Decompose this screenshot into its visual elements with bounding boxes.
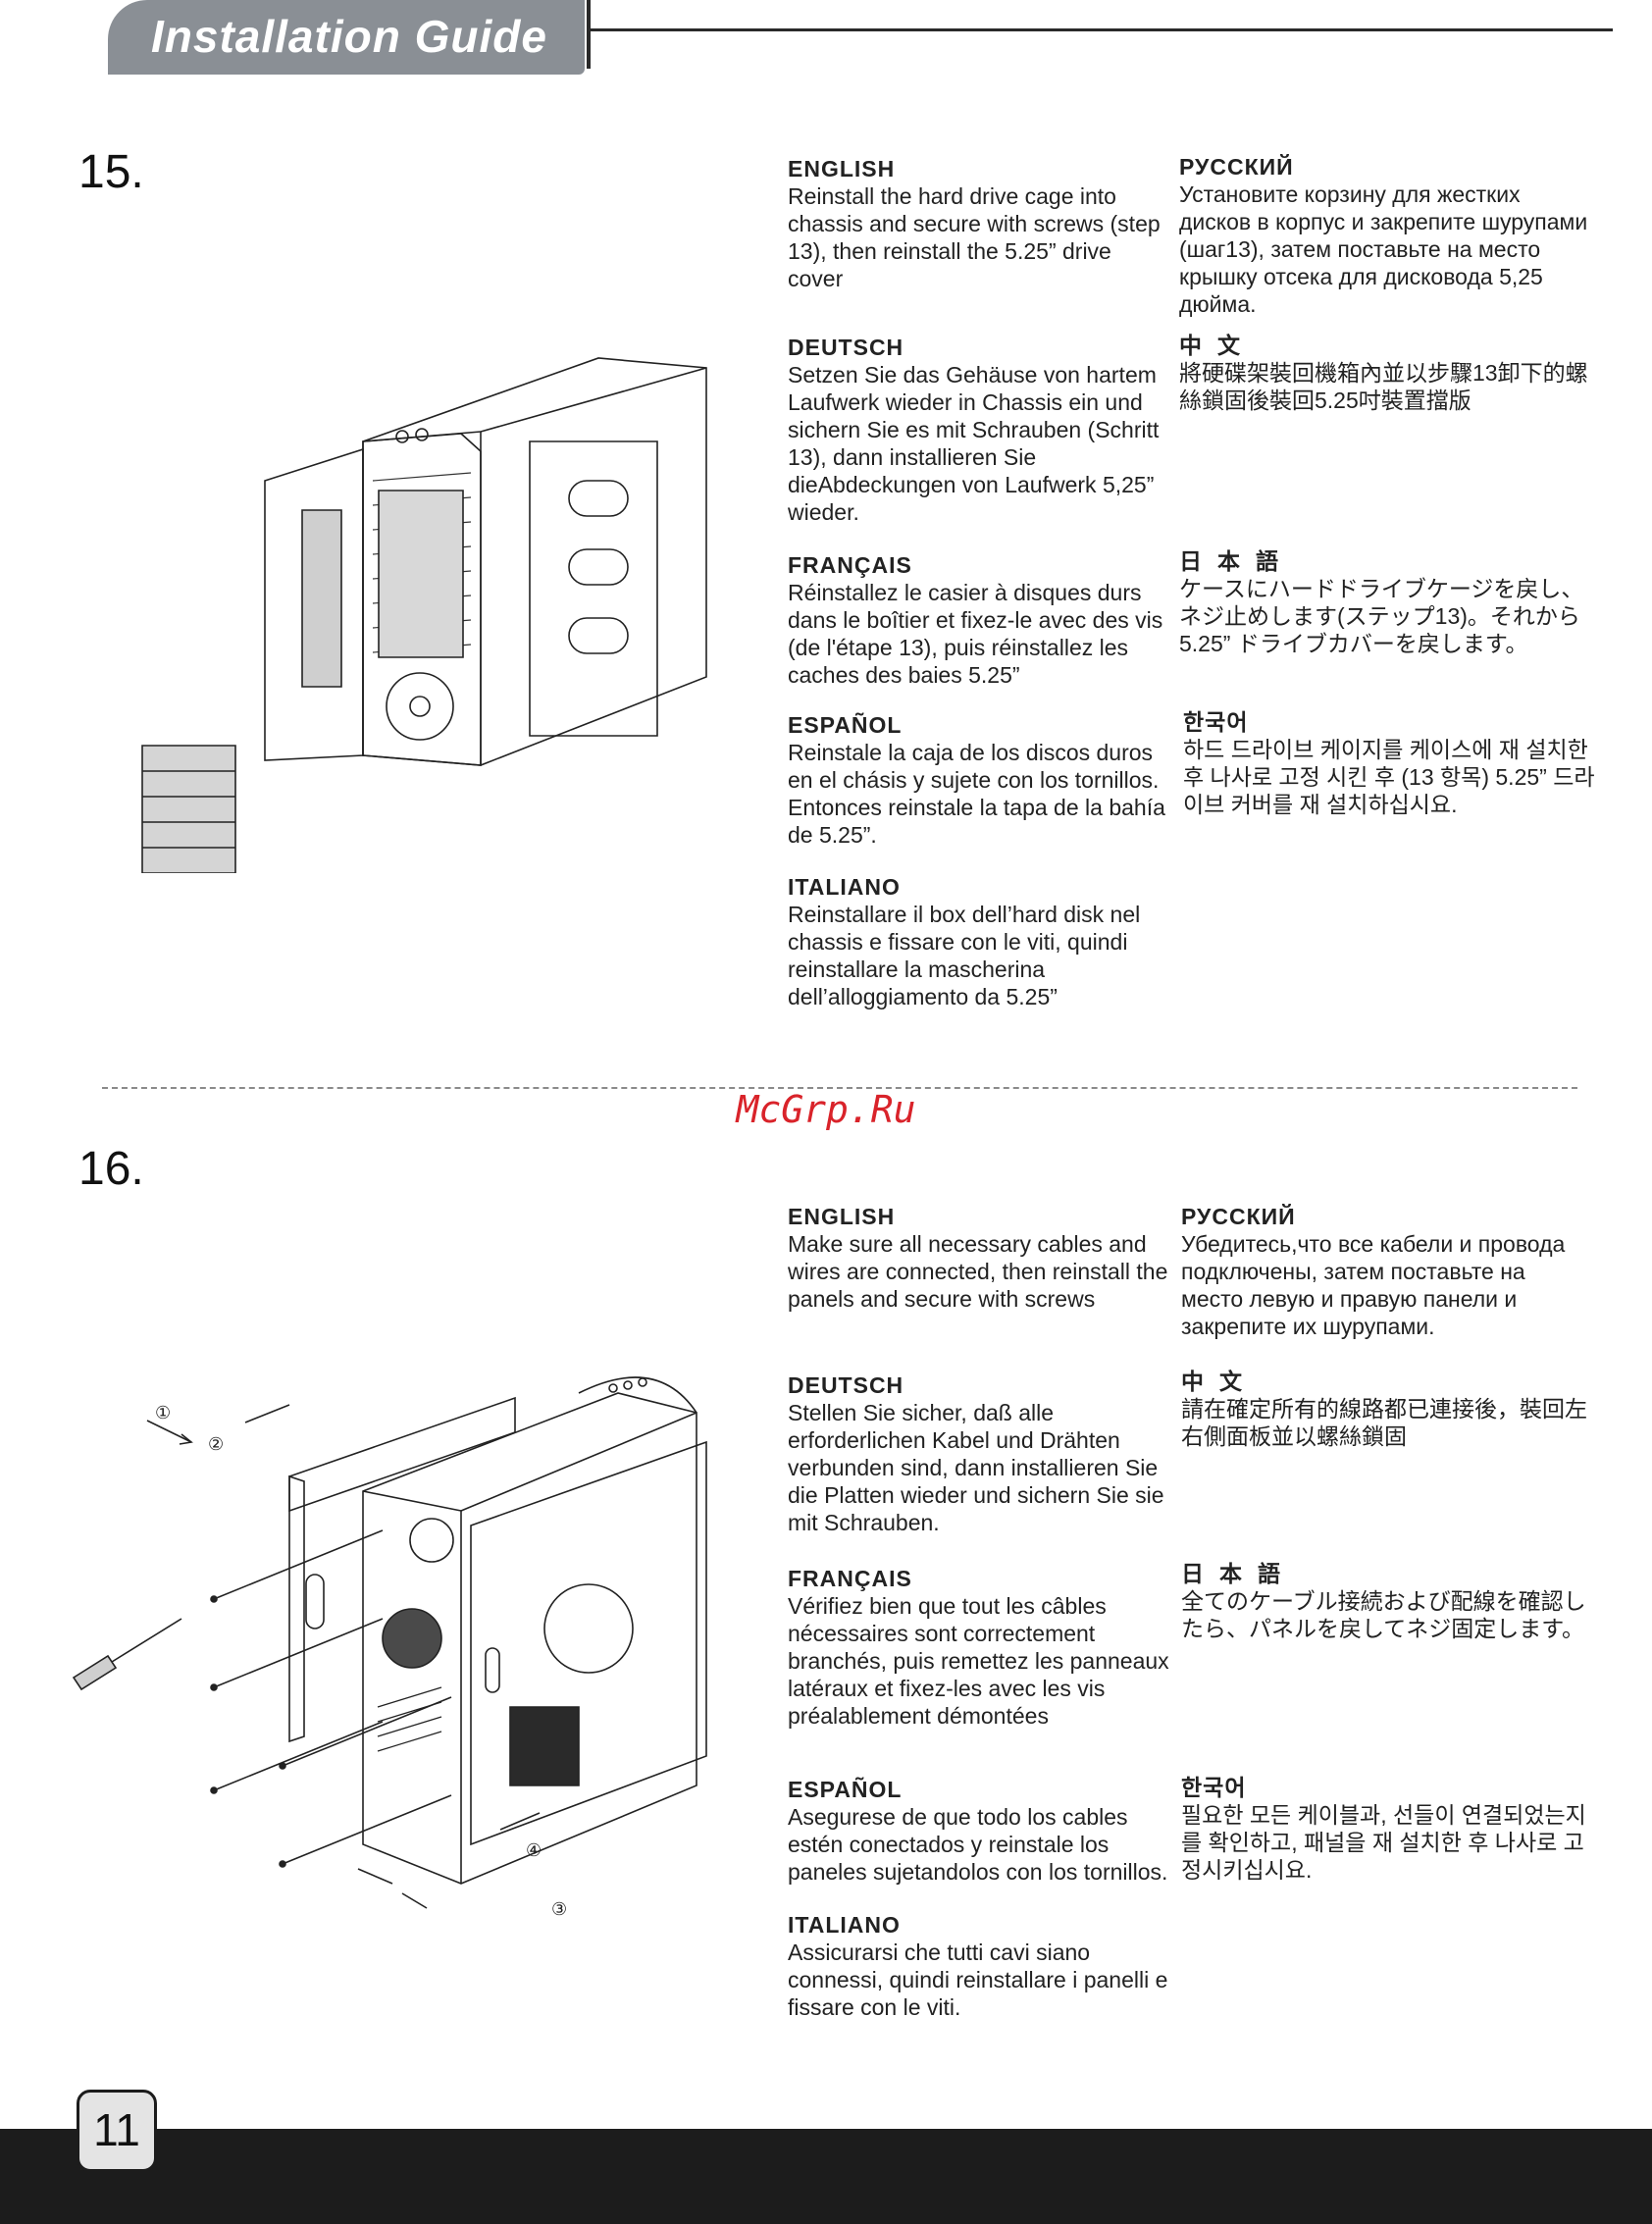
step-15-deutsch: DEUTSCH Setzen Sie das Gehäuse von harte… (788, 334, 1165, 526)
lang-body: Vérifiez bien que tout les câbles nécess… (788, 1593, 1169, 1729)
callout-4: ④ (526, 1840, 542, 1861)
lang-title: ENGLISH (788, 156, 896, 181)
lang-title: 한국어 (1183, 709, 1249, 735)
lang-body: 필요한 모든 케이블과, 선들이 연결되었는지를 확인하고, 패널을 재 설치한… (1181, 1802, 1586, 1883)
step-15-russian: РУССКИЙ Установите корзину для жестких д… (1179, 153, 1591, 318)
step-16-espanol: ESPAÑOL Asegurese de que todo los cables… (788, 1776, 1170, 1886)
lang-title: 日本語 (1179, 548, 1294, 574)
lang-body: Reinstallare il box dell’hard disk nel c… (788, 902, 1141, 1009)
lang-body: 하드 드라이브 케이지를 케이스에 재 설치한 후 나사로 고정 시킨 후 (1… (1183, 737, 1595, 817)
lang-title: ESPAÑOL (788, 712, 903, 738)
lang-body: Stellen Sie sicher, daß alle erforderlic… (788, 1400, 1164, 1535)
step-15-italiano: ITALIANO Reinstallare il box dell’hard d… (788, 873, 1165, 1010)
lang-body: 請在確定所有的線路都已連接後，裝回左右側面板並以螺絲鎖固 (1181, 1396, 1587, 1449)
lang-body: 將硬碟架裝回機箱內並以步驟13卸下的螺絲鎖固後裝回5.25吋裝置擋版 (1179, 360, 1588, 413)
lang-title: 日本語 (1181, 1561, 1296, 1586)
step-15-english: ENGLISH Reinstall the hard drive cage in… (788, 155, 1165, 292)
lang-body: ケースにハードドライブケージを戻し、ネジ止めします(ステップ13)。それから5.… (1179, 576, 1584, 656)
step-15-illustration (137, 304, 716, 873)
lang-title: РУССКИЙ (1179, 154, 1294, 180)
lang-body: Setzen Sie das Gehäuse von hartem Laufwe… (788, 362, 1160, 525)
step-16-korean: 한국어 필요한 모든 케이블과, 선들이 연결되었는지를 확인하고, 패널을 재… (1181, 1774, 1593, 1884)
lang-title: ITALIANO (788, 1912, 901, 1938)
page-number: 11 (77, 2090, 157, 2172)
guide-title: Installation Guide (151, 11, 547, 62)
step-16-chinese: 中文 請在確定所有的線路都已連接後，裝回左右側面板並以螺絲鎖固 (1181, 1368, 1593, 1450)
lang-title: FRANÇAIS (788, 552, 912, 578)
header-rule (589, 28, 1613, 31)
step-16-francais: FRANÇAIS Vérifiez bien que tout les câbl… (788, 1565, 1170, 1730)
step-15-francais: FRANÇAIS Réinstallez le casier à disques… (788, 551, 1165, 689)
lang-title: ENGLISH (788, 1204, 896, 1229)
step-16-russian: РУССКИЙ Убедитесь,что все кабели и прово… (1181, 1203, 1593, 1340)
lang-title: 中文 (1181, 1369, 1258, 1394)
lang-body: Reinstall the hard drive cage into chass… (788, 183, 1161, 291)
header-divider (587, 0, 591, 69)
lang-title: DEUTSCH (788, 335, 904, 360)
lang-title: ITALIANO (788, 874, 901, 900)
lang-body: Make sure all necessary cables and wires… (788, 1231, 1168, 1312)
lang-title: DEUTSCH (788, 1372, 904, 1398)
callout-1: ① (155, 1403, 171, 1423)
lang-body: 全てのケーブル接続および配線を確認したら、パネルを戻してネジ固定します。 (1181, 1588, 1586, 1641)
lang-title: 한국어 (1181, 1775, 1247, 1800)
step-15-number: 15. (78, 146, 144, 198)
footer-bar (0, 2129, 1652, 2224)
header-tab: Installation Guide (108, 0, 585, 75)
watermark: McGrp.Ru (736, 1088, 916, 1131)
step-15-korean: 한국어 하드 드라이브 케이지를 케이스에 재 설치한 후 나사로 고정 시킨 … (1183, 708, 1595, 818)
callout-3: ③ (551, 1899, 567, 1920)
step-16-illustration: ① ② ③ ④ (69, 1334, 716, 1920)
lang-body: Установите корзину для жестких дисков в … (1179, 181, 1588, 317)
step-16-number: 16. (78, 1143, 144, 1195)
step-16-italiano: ITALIANO Assicurarsi che tutti cavi sian… (788, 1911, 1170, 2021)
lang-body: Убедитесь,что все кабели и провода подкл… (1181, 1231, 1566, 1339)
step-15-espanol: ESPAÑOL Reinstale la caja de los discos … (788, 711, 1165, 849)
lang-body: Assicurarsi che tutti cavi siano conness… (788, 1940, 1168, 2020)
callout-2: ② (208, 1434, 224, 1455)
lang-body: Asegurese de que todo los cables estén c… (788, 1804, 1168, 1885)
lang-title: FRANÇAIS (788, 1566, 912, 1591)
step-16-japanese: 日本語 全てのケーブル接続および配線を確認したら、パネルを戻してネジ固定します。 (1181, 1560, 1593, 1642)
lang-body: Réinstallez le casier à disques durs dan… (788, 580, 1163, 688)
lang-title: ESPAÑOL (788, 1777, 903, 1802)
section-divider (102, 1087, 1577, 1089)
step-16-deutsch: DEUTSCH Stellen Sie sicher, daß alle erf… (788, 1371, 1170, 1536)
lang-body: Reinstale la caja de los discos duros en… (788, 740, 1165, 848)
lang-title: 中文 (1179, 333, 1256, 358)
step-15-chinese: 中文 將硬碟架裝回機箱內並以步驟13卸下的螺絲鎖固後裝回5.25吋裝置擋版 (1179, 332, 1591, 414)
step-16-english: ENGLISH Make sure all necessary cables a… (788, 1203, 1170, 1313)
step-15-japanese: 日本語 ケースにハードドライブケージを戻し、ネジ止めします(ステップ13)。それ… (1179, 547, 1591, 657)
lang-title: РУССКИЙ (1181, 1204, 1296, 1229)
